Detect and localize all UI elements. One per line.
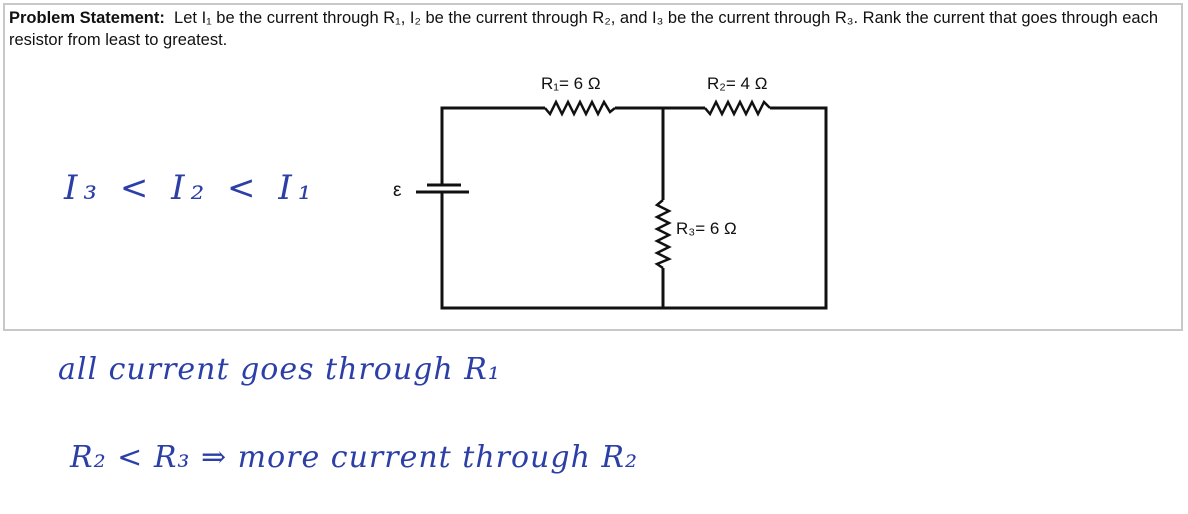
resistor-r1 [544, 99, 616, 117]
circuit-wires [440, 106, 828, 310]
r2-label: R₂= 4 Ω [707, 74, 768, 93]
handwritten-line-2: R₂ < R₃ ⇒ more current through R₂ [70, 440, 639, 475]
problem-text: Let I₁ be the current through R₁, I₂ be … [9, 9, 1159, 49]
problem-box [3, 3, 1183, 331]
r3-label: R₃= 6 Ω [676, 219, 737, 238]
handwritten-ranking: I₃ < I₂ < I₁ [64, 168, 318, 208]
resistor-r3 [654, 199, 673, 270]
resistor-r2 [704, 99, 771, 117]
r1-label: R₁= 6 Ω [541, 74, 601, 93]
handwritten-line-1: all current goes through R₁ [58, 352, 501, 387]
problem-statement: Problem Statement: Let I₁ be the current… [9, 7, 1179, 51]
problem-label: Problem Statement: [9, 9, 165, 27]
emf-label: ε [393, 180, 402, 201]
